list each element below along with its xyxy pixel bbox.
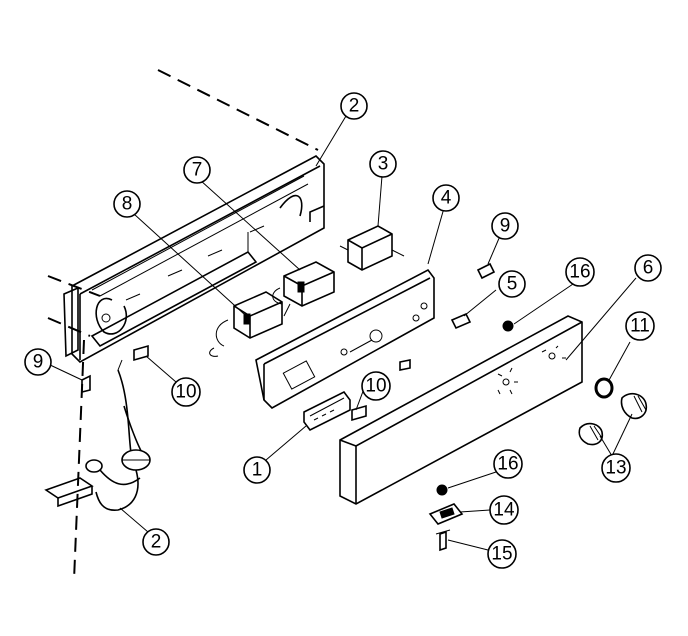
callout-9-left: 9	[24, 348, 52, 376]
callout-7: 7	[183, 156, 211, 184]
svg-text:10: 10	[365, 376, 386, 397]
callout-2-top: 2	[340, 92, 368, 120]
terminal-block-1	[303, 390, 351, 432]
back-bracket	[63, 155, 325, 363]
control-panel	[339, 315, 583, 505]
callout-2-bottom: 2	[142, 528, 170, 556]
svg-text:9: 9	[500, 216, 511, 237]
svg-text:4: 4	[441, 188, 452, 209]
knobs	[578, 377, 648, 446]
callout-10-left: 10	[171, 377, 201, 407]
svg-text:10: 10	[175, 382, 196, 403]
callout-14: 14	[489, 495, 519, 525]
callout-15: 15	[487, 539, 517, 569]
svg-text:2: 2	[151, 532, 162, 553]
svg-text:7: 7	[192, 160, 203, 181]
callout-13: 13	[601, 453, 631, 483]
callout-4: 4	[432, 184, 460, 212]
svg-text:2: 2	[349, 96, 360, 117]
svg-text:16: 16	[497, 454, 518, 475]
svg-text:8: 8	[122, 194, 133, 215]
front-bracket-4	[255, 268, 435, 409]
svg-text:14: 14	[493, 500, 515, 521]
callout-16-top: 16	[565, 257, 595, 287]
hardware	[81, 262, 514, 552]
svg-text:13: 13	[605, 458, 626, 479]
svg-text:9: 9	[33, 352, 44, 373]
cabinet-outline	[47, 69, 319, 581]
callout-8: 8	[113, 190, 141, 218]
callout-6: 6	[634, 254, 662, 282]
leader-lines	[47, 115, 637, 551]
svg-text:16: 16	[569, 262, 590, 283]
svg-text:6: 6	[643, 258, 654, 279]
callout-3: 3	[369, 150, 397, 178]
callout-10-center: 10	[361, 371, 391, 401]
svg-text:5: 5	[507, 274, 518, 295]
svg-text:15: 15	[491, 544, 512, 565]
callout-11: 11	[625, 311, 655, 341]
wire-harness	[44, 359, 151, 511]
callout-5: 5	[498, 270, 526, 298]
callout-1: 1	[243, 456, 271, 484]
switch-8	[209, 291, 283, 357]
svg-text:11: 11	[630, 316, 650, 337]
svg-text:3: 3	[378, 154, 389, 175]
switch-3	[339, 225, 405, 271]
callout-16-bottom: 16	[493, 449, 523, 479]
svg-text:1: 1	[252, 460, 263, 481]
callout-9-right: 9	[491, 212, 519, 240]
